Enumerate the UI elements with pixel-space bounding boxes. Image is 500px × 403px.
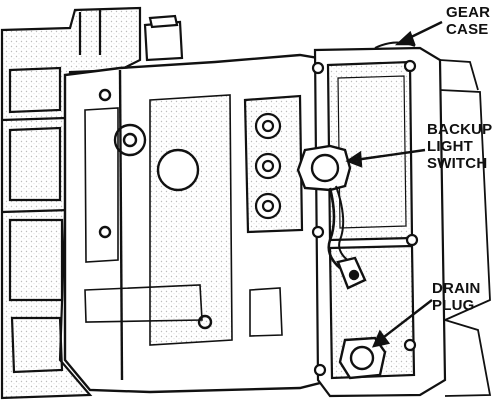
backup-switch-leader <box>354 148 426 162</box>
gear-case-arrowhead <box>394 30 416 46</box>
top-plug <box>143 14 184 62</box>
leader-lines <box>345 20 443 348</box>
gear-case-label: GEAR CASE <box>446 4 491 38</box>
shift-rail-bosses <box>243 94 304 234</box>
main-case-body <box>63 53 334 394</box>
gear-case <box>311 41 492 398</box>
backup-switch-arrowhead <box>345 150 363 168</box>
backup-light-switch-label: BACKUP LIGHT SWITCH <box>427 121 493 172</box>
drain-plug-label: DRAIN PLUG <box>432 280 481 314</box>
drain-plug <box>338 336 387 380</box>
drain-plug-arrowhead <box>371 329 391 348</box>
drain-plug-leader <box>379 299 433 341</box>
backup-light-switch <box>296 144 367 290</box>
